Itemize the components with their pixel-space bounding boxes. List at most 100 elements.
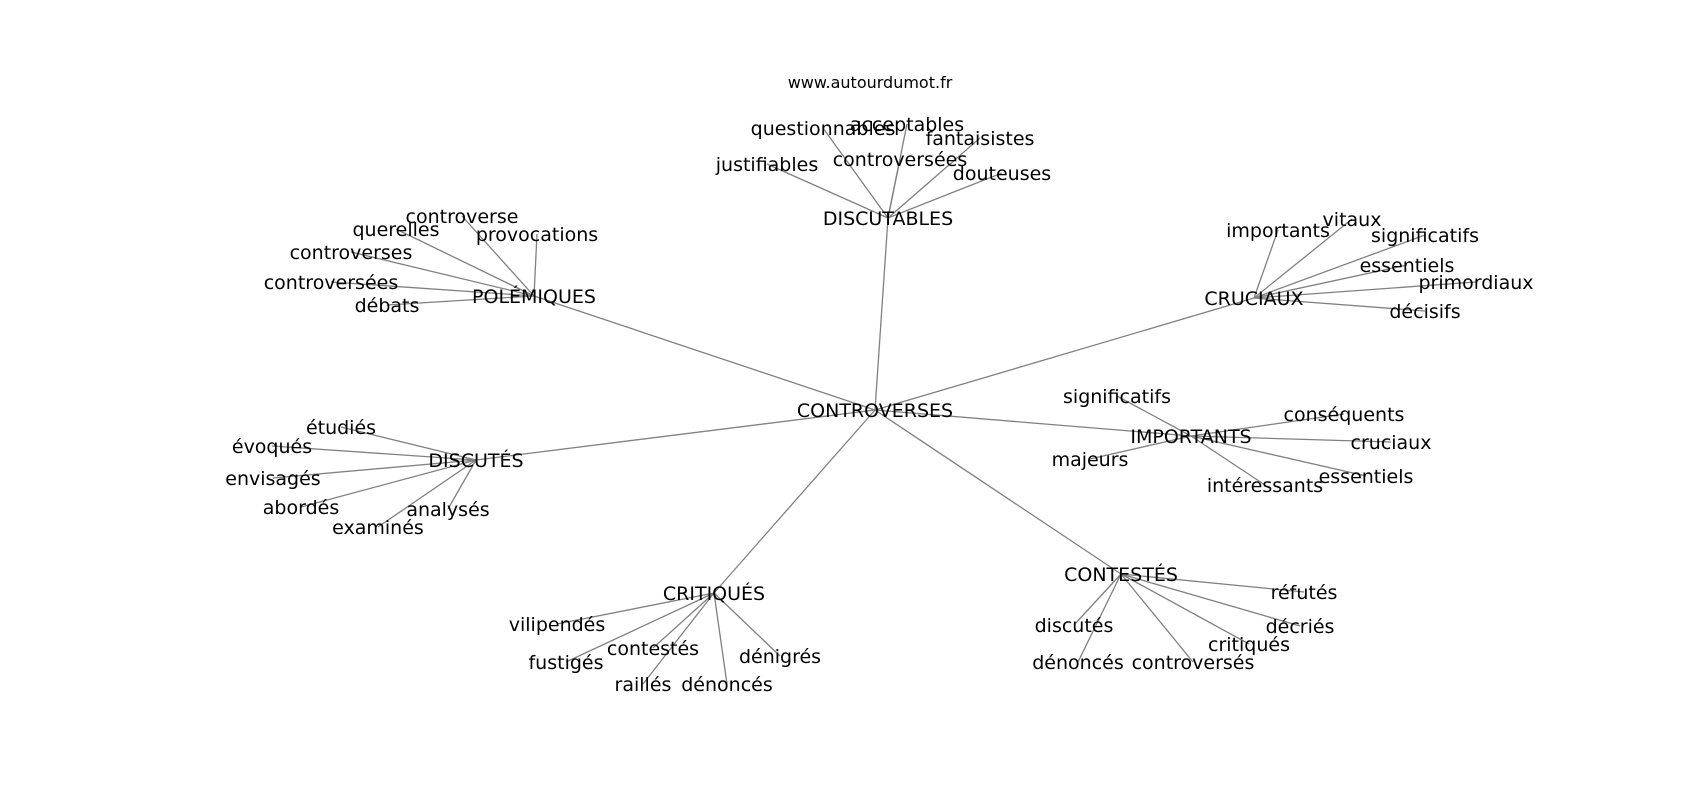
leaf-node-polemiques-2: provocations bbox=[476, 224, 598, 246]
edge-critiques-1 bbox=[565, 592, 715, 663]
edge-cruciaux-3 bbox=[1253, 264, 1408, 299]
site-watermark: www.autourdumot.fr bbox=[788, 73, 953, 92]
edge-center-cruciaux bbox=[874, 297, 1255, 411]
edge-discutables-0 bbox=[766, 163, 889, 219]
edge-contestes-4 bbox=[1077, 573, 1122, 663]
leaf-node-contestes-1: discutés bbox=[1035, 615, 1114, 637]
leaf-node-polemiques-3: controverses bbox=[290, 242, 413, 264]
leaf-node-discutables-2: acceptables bbox=[850, 114, 964, 136]
leaf-node-discutes-3: abordés bbox=[263, 497, 339, 519]
leaf-node-discutes-5: examinés bbox=[332, 517, 424, 539]
edge-importants-4 bbox=[1190, 435, 1266, 486]
group-node-importants: IMPORTANTS bbox=[1130, 426, 1251, 448]
edge-contestes-1 bbox=[1073, 573, 1122, 626]
edge-polemiques-1 bbox=[395, 228, 535, 297]
leaf-node-cruciaux-2: significatifs bbox=[1371, 225, 1479, 247]
edge-discutes-1 bbox=[271, 445, 477, 461]
leaf-node-discutes-4: analysés bbox=[406, 499, 489, 521]
edge-discutes-0 bbox=[340, 426, 477, 461]
leaf-node-importants-3: majeurs bbox=[1052, 449, 1129, 471]
edge-cruciaux-5 bbox=[1253, 297, 1426, 312]
leaf-node-discutables-1: questionnables bbox=[751, 118, 896, 140]
edge-polemiques-4 bbox=[330, 281, 535, 297]
edge-contestes-2 bbox=[1120, 573, 1301, 627]
group-node-discutables: DISCUTABLES bbox=[823, 208, 953, 230]
edge-critiques-0 bbox=[556, 592, 715, 625]
edge-center-importants bbox=[874, 409, 1192, 437]
leaf-node-discutables-5: douteuses bbox=[953, 163, 1051, 185]
leaf-node-critiques-4: dénoncés bbox=[681, 674, 773, 696]
edge-polemiques-0 bbox=[461, 215, 535, 297]
edge-critiques-3 bbox=[642, 592, 715, 685]
labels-layer: CONTROVERSES DISCUTABLES justifiables quest… bbox=[225, 114, 1533, 696]
leaf-node-discutables-0: justifiables bbox=[715, 154, 819, 176]
edge-discutes-4 bbox=[447, 459, 477, 510]
group-node-polemiques: POLÉMIQUES bbox=[472, 285, 596, 308]
leaf-node-discutes-0: étudiés bbox=[306, 417, 376, 439]
edge-center-discutes bbox=[475, 409, 876, 461]
edge-polemiques-2 bbox=[533, 233, 538, 297]
edge-importants-1 bbox=[1190, 413, 1345, 437]
leaf-node-discutables-4: fantaisistes bbox=[926, 128, 1035, 150]
edge-discutes-2 bbox=[272, 459, 477, 479]
edge-critiques-4 bbox=[713, 592, 728, 685]
edge-discutes-5 bbox=[377, 459, 477, 528]
edge-discutes-3 bbox=[300, 459, 477, 508]
leaf-node-discutables-3: controversées bbox=[833, 149, 968, 171]
leaf-node-polemiques-4: controversées bbox=[264, 272, 399, 294]
leaf-node-cruciaux-1: vitaux bbox=[1323, 209, 1382, 231]
edge-discutables-3 bbox=[887, 158, 901, 219]
edge-polemiques-5 bbox=[386, 295, 535, 306]
leaf-node-cruciaux-4: primordiaux bbox=[1418, 272, 1533, 294]
leaf-node-critiques-3: raillés bbox=[615, 674, 672, 696]
leaf-node-importants-2: cruciaux bbox=[1351, 432, 1432, 454]
edge-center-discutables bbox=[874, 217, 889, 411]
center-node-label: CONTROVERSES bbox=[797, 400, 953, 422]
leaf-node-importants-0: significatifs bbox=[1063, 386, 1171, 408]
edge-cruciaux-4 bbox=[1253, 281, 1477, 299]
leaf-node-contestes-0: réfutés bbox=[1271, 582, 1338, 604]
leaf-node-discutes-2: envisagés bbox=[225, 468, 320, 490]
edge-discutables-5 bbox=[887, 172, 1003, 219]
leaf-node-importants-1: conséquents bbox=[1284, 404, 1405, 426]
edge-discutables-4 bbox=[887, 137, 981, 219]
group-node-contestes: CONTESTÉS bbox=[1064, 563, 1178, 586]
edge-importants-3 bbox=[1089, 435, 1192, 460]
leaf-node-critiques-0: vilipendés bbox=[509, 614, 606, 636]
edge-critiques-5 bbox=[713, 592, 781, 657]
edge-importants-2 bbox=[1190, 435, 1392, 443]
group-node-discutes: DISCUTÉS bbox=[428, 449, 523, 472]
leaf-node-contestes-5: controversés bbox=[1132, 652, 1255, 674]
leaf-node-polemiques-1: querelles bbox=[352, 219, 439, 241]
leaf-node-critiques-1: fustigés bbox=[528, 652, 603, 674]
edge-contestes-3 bbox=[1120, 573, 1250, 645]
edge-cruciaux-1 bbox=[1253, 218, 1353, 299]
edge-polemiques-3 bbox=[350, 251, 535, 297]
leaf-node-importants-5: essentiels bbox=[1319, 466, 1414, 488]
group-node-critiques: CRITIQUÉS bbox=[663, 582, 765, 605]
edge-importants-0 bbox=[1116, 395, 1192, 437]
leaf-node-discutes-1: évoqués bbox=[232, 436, 312, 458]
edge-importants-5 bbox=[1190, 435, 1367, 477]
leaf-node-contestes-4: dénoncés bbox=[1032, 652, 1124, 674]
leaf-node-critiques-5: dénigrés bbox=[739, 646, 821, 668]
leaf-node-cruciaux-3: essentiels bbox=[1360, 255, 1455, 277]
leaf-node-critiques-2: contestés bbox=[607, 638, 699, 660]
group-node-cruciaux: CRUCIAUX bbox=[1204, 288, 1303, 310]
leaf-node-polemiques-0: controverse bbox=[406, 206, 519, 228]
edge-cruciaux-2 bbox=[1253, 234, 1426, 299]
leaf-node-cruciaux-0: importants bbox=[1226, 220, 1330, 242]
edges-layer bbox=[271, 123, 1477, 685]
edge-cruciaux-0 bbox=[1253, 229, 1279, 299]
leaf-node-importants-4: intéressants bbox=[1207, 475, 1323, 497]
edge-center-contestes bbox=[874, 409, 1122, 575]
leaf-node-contestes-3: critiqués bbox=[1208, 634, 1290, 656]
edge-contestes-0 bbox=[1120, 573, 1305, 593]
leaf-node-contestes-2: décriés bbox=[1266, 616, 1335, 638]
edge-center-polemiques bbox=[533, 295, 876, 411]
edge-discutables-1 bbox=[822, 127, 889, 219]
edge-center-critiques bbox=[713, 409, 876, 594]
edge-contestes-5 bbox=[1120, 573, 1194, 663]
leaf-node-cruciaux-5: décisifs bbox=[1389, 301, 1460, 323]
